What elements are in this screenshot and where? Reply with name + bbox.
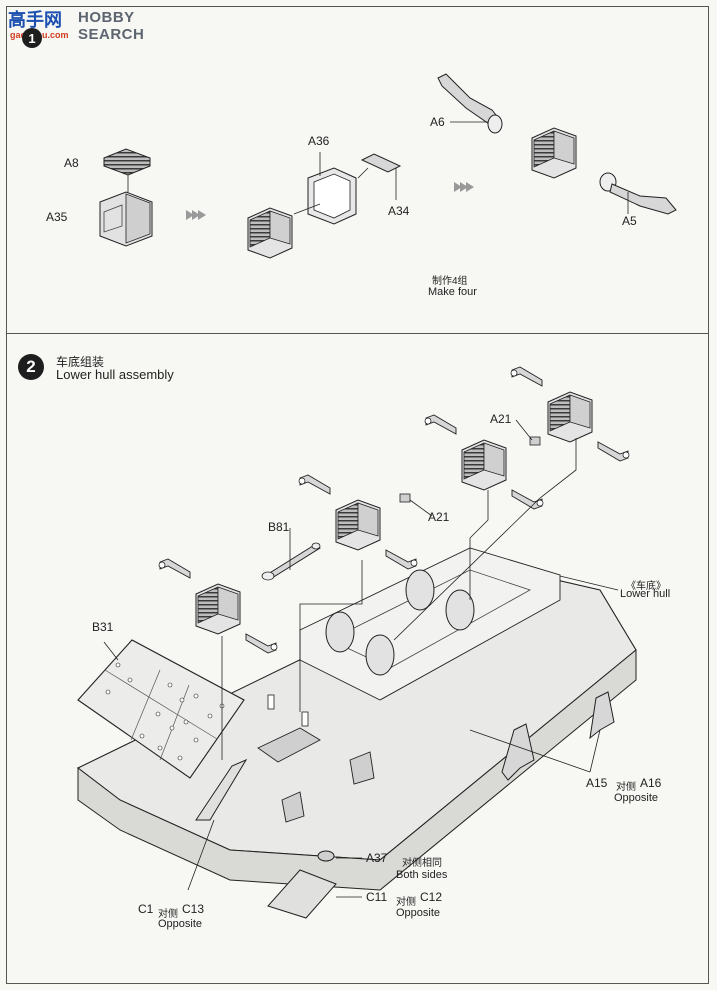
part-c11 xyxy=(267,869,362,919)
assembly-leader-lines xyxy=(221,419,619,760)
step1-note-en: Make four xyxy=(428,286,477,298)
step-divider xyxy=(6,333,709,334)
step-2-badge: 2 xyxy=(18,354,44,380)
part-a21-small xyxy=(399,436,541,503)
part-c1 xyxy=(187,758,248,891)
step2-title-en: Lower hull assembly xyxy=(56,367,174,382)
axle-assembly-1 xyxy=(159,559,277,653)
label-a37-note-cn: 对侧相同 xyxy=(402,858,442,869)
label-a21-top: A21 xyxy=(490,412,512,426)
label-a37-note-en: Both sides xyxy=(396,869,448,881)
watermark-search: HOBBY SEARCH xyxy=(78,9,145,43)
lower-hull xyxy=(76,547,637,891)
watermark-logo: 高手网 xyxy=(8,10,62,31)
part-a34 xyxy=(357,153,402,200)
axle-assembly-4 xyxy=(511,367,629,461)
label-a15-opp-en: Opposite xyxy=(614,792,659,804)
part-a5 xyxy=(599,172,677,215)
label-b81: B81 xyxy=(268,520,290,534)
label-a37: A37 xyxy=(366,851,388,865)
gearbox-step1-b xyxy=(247,207,293,259)
label-a15: A15 xyxy=(586,776,608,790)
step-1-badge: 1 xyxy=(22,28,42,48)
label-a35: A35 xyxy=(46,210,68,224)
axle-assembly-3 xyxy=(425,415,543,509)
label-b31: B31 xyxy=(92,620,114,634)
label-a5: A5 xyxy=(622,214,637,228)
part-b31 xyxy=(77,639,245,779)
label-a15-opp-cn: 对侧 xyxy=(616,782,636,793)
label-lower-hull-cn: 《车底》 xyxy=(626,581,666,592)
label-c1: C1 xyxy=(138,902,154,916)
label-c1-opp-en: Opposite xyxy=(158,918,203,930)
label-c11-opp-cn: 对侧 xyxy=(396,897,416,908)
label-a8: A8 xyxy=(64,156,79,170)
label-c11-opp-en: Opposite xyxy=(396,907,441,919)
step2-title-cn: 车底组装 xyxy=(56,355,105,369)
label-c1-opp-cn: 对侧 xyxy=(158,909,178,920)
part-a35 xyxy=(99,191,153,247)
instruction-frame xyxy=(6,6,709,984)
part-a6 xyxy=(437,73,503,134)
label-a6: A6 xyxy=(430,115,445,129)
label-a36: A36 xyxy=(308,134,330,148)
label-a21-mid: A21 xyxy=(428,510,450,524)
label-c12: C12 xyxy=(420,890,443,904)
part-a37 xyxy=(317,850,362,862)
part-b81 xyxy=(261,542,321,581)
axle-assembly-2 xyxy=(299,475,417,569)
label-lower-hull-en: Lower hull xyxy=(620,588,671,600)
arrow-step1-a xyxy=(186,210,206,220)
label-c13: C13 xyxy=(182,902,205,916)
part-a15-a16 xyxy=(469,691,615,781)
label-a34: A34 xyxy=(388,204,410,218)
part-a36 xyxy=(307,152,357,225)
arrow-step1-b xyxy=(454,182,474,192)
label-a16: A16 xyxy=(640,776,662,790)
label-c11: C11 xyxy=(366,890,388,904)
gearbox-step1-final xyxy=(531,127,577,179)
step1-note-cn: 制作4组 xyxy=(432,276,468,287)
